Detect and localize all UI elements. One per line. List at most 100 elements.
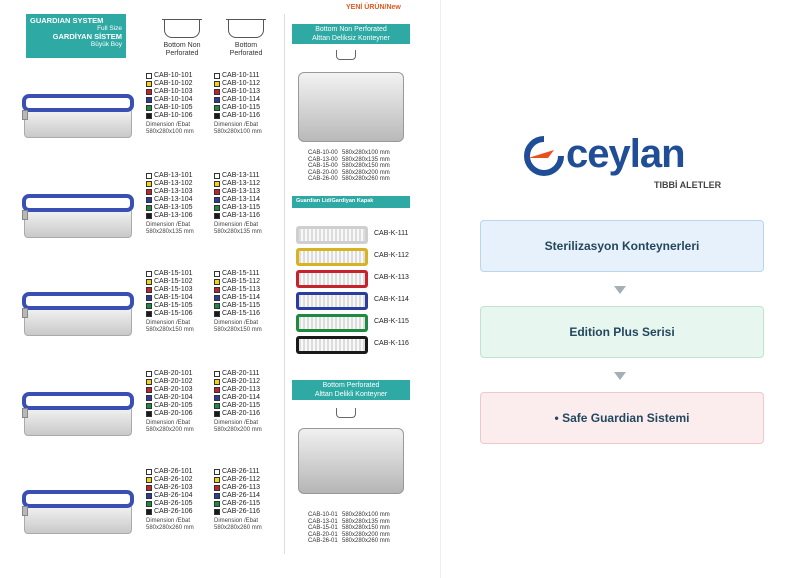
lid-code: CAB-K-111 bbox=[374, 230, 409, 237]
product-code: CAB-15-113 bbox=[214, 286, 262, 294]
color-swatch bbox=[146, 287, 152, 293]
color-swatch bbox=[146, 379, 152, 385]
color-swatch bbox=[146, 509, 152, 515]
product-code: CAB-15-101 bbox=[146, 270, 194, 278]
color-swatch bbox=[146, 477, 152, 483]
product-code-text: CAB-15-115 bbox=[222, 302, 261, 309]
product-code: CAB-10-103 bbox=[146, 88, 194, 96]
product-code-text: CAB-13-113 bbox=[222, 188, 261, 195]
product-code: CAB-20-112 bbox=[214, 378, 262, 386]
color-swatch bbox=[214, 295, 220, 301]
product-code: CAB-13-113 bbox=[214, 188, 262, 196]
col1-header: Bottom Non Perforated bbox=[154, 19, 210, 58]
color-swatch bbox=[146, 113, 152, 119]
product-code-text: CAB-10-102 bbox=[154, 80, 193, 87]
product-code: CAB-10-106 bbox=[146, 112, 194, 120]
product-code-text: CAB-20-114 bbox=[222, 394, 261, 401]
product-code-text: CAB-15-103 bbox=[154, 286, 193, 293]
color-swatch bbox=[146, 303, 152, 309]
product-code: CAB-26-114 bbox=[214, 492, 262, 500]
container-image bbox=[22, 288, 134, 336]
product-code-text: CAB-20-115 bbox=[222, 402, 261, 409]
size-code: CAB-26-01 bbox=[308, 538, 338, 544]
dimension-label: Dimension /Ebat bbox=[214, 122, 259, 128]
size-dim: 580x280x100 mm bbox=[342, 150, 390, 156]
product-code: CAB-10-102 bbox=[146, 80, 194, 88]
product-code: CAB-10-113 bbox=[214, 88, 262, 96]
size-dim: 580x280x135 mm bbox=[342, 518, 390, 525]
product-code-text: CAB-13-111 bbox=[222, 172, 260, 179]
size-code: CAB-20-01 bbox=[308, 531, 338, 538]
color-swatch bbox=[214, 485, 220, 491]
color-swatch bbox=[146, 403, 152, 409]
color-swatch bbox=[146, 205, 152, 211]
product-code: CAB-26-112 bbox=[214, 476, 262, 484]
product-code-text: CAB-20-116 bbox=[222, 410, 261, 417]
container-image bbox=[22, 388, 134, 436]
product-code-text: CAB-26-106 bbox=[154, 508, 193, 515]
col2-header: Bottom Perforated bbox=[218, 19, 274, 58]
color-swatch bbox=[146, 81, 152, 87]
size-code: CAB-10-00 bbox=[308, 150, 338, 156]
product-code-text: CAB-15-111 bbox=[222, 270, 260, 277]
product-code-text: CAB-10-116 bbox=[222, 112, 261, 119]
product-code-text: CAB-20-104 bbox=[154, 394, 193, 401]
product-code: CAB-15-112 bbox=[214, 278, 262, 286]
product-code-text: CAB-13-105 bbox=[154, 204, 193, 211]
product-code: CAB-15-103 bbox=[146, 286, 194, 294]
dimension-value: 580x280x150 mm bbox=[146, 327, 194, 333]
color-swatch bbox=[214, 173, 220, 179]
product-code-text: CAB-15-106 bbox=[154, 310, 193, 317]
lid-title-box: Guardian Lid/Gardiyan Kapak bbox=[292, 196, 410, 208]
product-code-text: CAB-10-113 bbox=[222, 88, 261, 95]
color-swatch bbox=[146, 89, 152, 95]
product-code-text: CAB-26-116 bbox=[222, 508, 261, 515]
step-sterilization-containers: Sterilizasyon Konteynerleri bbox=[480, 220, 764, 272]
product-code-text: CAB-26-111 bbox=[222, 468, 260, 475]
color-swatch bbox=[214, 509, 220, 515]
dimension-value: 580x280x260 mm bbox=[146, 525, 194, 531]
down-arrow-icon bbox=[614, 372, 626, 380]
product-code-text: CAB-13-112 bbox=[222, 180, 261, 187]
color-swatch bbox=[214, 395, 220, 401]
container-image bbox=[22, 90, 134, 138]
dimension-value: 580x280x200 mm bbox=[146, 427, 194, 433]
dimension-value: 580x280x260 mm bbox=[214, 525, 262, 531]
dimension-value: 580x280x150 mm bbox=[214, 327, 262, 333]
product-code-text: CAB-20-111 bbox=[222, 370, 260, 377]
product-code-text: CAB-20-113 bbox=[222, 386, 261, 393]
product-code-text: CAB-15-113 bbox=[222, 286, 261, 293]
color-swatch bbox=[214, 469, 220, 475]
product-code: CAB-20-101 bbox=[146, 370, 194, 378]
color-swatch bbox=[146, 395, 152, 401]
product-code-text: CAB-20-101 bbox=[154, 370, 193, 377]
guardian-header-box: GUARDIAN SYSTEM Full Size GARDİYAN SİSTE… bbox=[26, 14, 126, 58]
color-swatch bbox=[146, 173, 152, 179]
dimension-label: Dimension /Ebat bbox=[146, 518, 191, 524]
product-code: CAB-20-113 bbox=[214, 386, 262, 394]
product-code: CAB-26-105 bbox=[146, 500, 194, 508]
top-title-2: Alttan Deliksiz Konteyner bbox=[312, 35, 390, 42]
size-dim: 580x280x135 mm bbox=[342, 156, 390, 163]
basket-icon bbox=[162, 19, 202, 38]
product-code-text: CAB-20-103 bbox=[154, 386, 193, 393]
product-code-text: CAB-20-106 bbox=[154, 410, 193, 417]
product-code: CAB-13-102 bbox=[146, 180, 194, 188]
product-code: CAB-10-114 bbox=[214, 96, 262, 104]
color-swatch bbox=[214, 403, 220, 409]
gardiyan-title: GARDİYAN SİSTEM bbox=[52, 32, 122, 41]
color-swatch bbox=[146, 97, 152, 103]
dimension-label: Dimension /Ebat bbox=[214, 320, 259, 326]
size-code: CAB-10-01 bbox=[308, 512, 338, 518]
product-code: CAB-13-115 bbox=[214, 204, 262, 212]
product-code: CAB-26-103 bbox=[146, 484, 194, 492]
product-code: CAB-13-111 bbox=[214, 172, 262, 180]
step-edition-plus: Edition Plus Serisi bbox=[480, 306, 764, 358]
